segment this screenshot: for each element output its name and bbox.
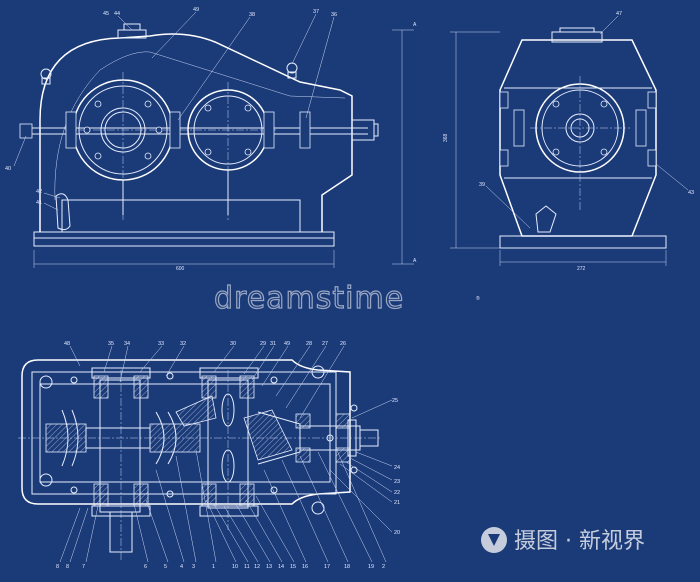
label-35: 35: [108, 341, 114, 347]
label-bottom-2: 7: [82, 564, 85, 570]
label-bottom-13: 15: [290, 564, 296, 570]
label-44: 44: [114, 11, 120, 17]
label-26: 26: [340, 341, 346, 347]
label-27: 27: [322, 341, 328, 347]
label-43: 43: [688, 190, 694, 196]
label-28: 28: [306, 341, 312, 347]
watermark: dreamstime ® 摄图 · 新视界: [213, 280, 645, 554]
label-bottom-6: 3: [192, 564, 195, 570]
watermark-registered: ®: [476, 295, 480, 302]
label-bottom-8: 10: [232, 564, 238, 570]
label-38: 38: [249, 12, 255, 18]
label-bottom-7: 1: [212, 564, 215, 570]
label-20: 20: [394, 530, 400, 536]
label-29: 29: [260, 341, 266, 347]
label-36: 36: [331, 12, 337, 18]
label-30: 30: [230, 341, 236, 347]
plan-bottom-labels: 8 8 7 6 5 4 3 1 10 11 12 13 14: [56, 447, 387, 570]
label-bottom-10: 12: [254, 564, 260, 570]
label-34: 34: [124, 341, 130, 347]
label-31: 31: [270, 341, 276, 347]
label-bottom-5: 4: [180, 564, 183, 570]
plan-top-labels: 48 35 34 33 32 30 29 31 49 28 27 26: [64, 341, 346, 419]
label-21: 21: [394, 500, 400, 506]
stock-logo-text: 摄图 · 新视界: [514, 529, 645, 554]
label-bottom-11: 13: [266, 564, 272, 570]
side-width-dim: 272: [577, 266, 586, 272]
label-24: 24: [394, 465, 400, 471]
front-view: 600 45 44 49 38 37 36 40 42 41: [5, 7, 379, 272]
label-bottom-4: 5: [164, 564, 167, 570]
label-bottom-18: 2: [382, 564, 385, 570]
label-33: 33: [158, 341, 164, 347]
label-37: 37: [313, 9, 319, 15]
label-bottom-1: 8: [66, 564, 69, 570]
label-bottom-16: 18: [344, 564, 350, 570]
front-width-dim: 600: [176, 266, 185, 272]
label-bottom-3: 6: [144, 564, 147, 570]
label-40: 40: [5, 166, 11, 172]
label-25: 25: [392, 398, 398, 404]
section-mark-top: A: [413, 22, 417, 28]
label-bottom-0: 8: [56, 564, 59, 570]
label-41: 41: [36, 200, 42, 206]
label-39: 39: [479, 182, 485, 188]
label-bottom-12: 14: [278, 564, 284, 570]
label-23: 23: [394, 479, 400, 485]
section-mark-bottom: A: [413, 258, 417, 264]
label-48: 48: [64, 341, 70, 347]
side-height-dim: 368: [443, 133, 449, 142]
plan-view: 48 35 34 33 32 30 29 31 49 28 27 26: [18, 341, 400, 570]
label-32: 32: [180, 341, 186, 347]
label-49: 49: [193, 7, 199, 13]
plan-right-labels: 25 24 23 22 21 20: [329, 398, 400, 536]
label-bottom-9: 11: [244, 564, 250, 570]
label-bottom-15: 17: [324, 564, 330, 570]
label-45: 45: [103, 11, 109, 17]
label-47: 47: [616, 11, 622, 17]
label-22: 22: [394, 490, 400, 496]
label-bottom-17: 19: [368, 564, 374, 570]
watermark-text: dreamstime: [214, 281, 404, 316]
label-bottom-14: 16: [302, 564, 308, 570]
label-42: 42: [36, 189, 42, 195]
side-view: A A 368 272: [392, 11, 694, 272]
label-49-plan: 49: [284, 341, 290, 347]
